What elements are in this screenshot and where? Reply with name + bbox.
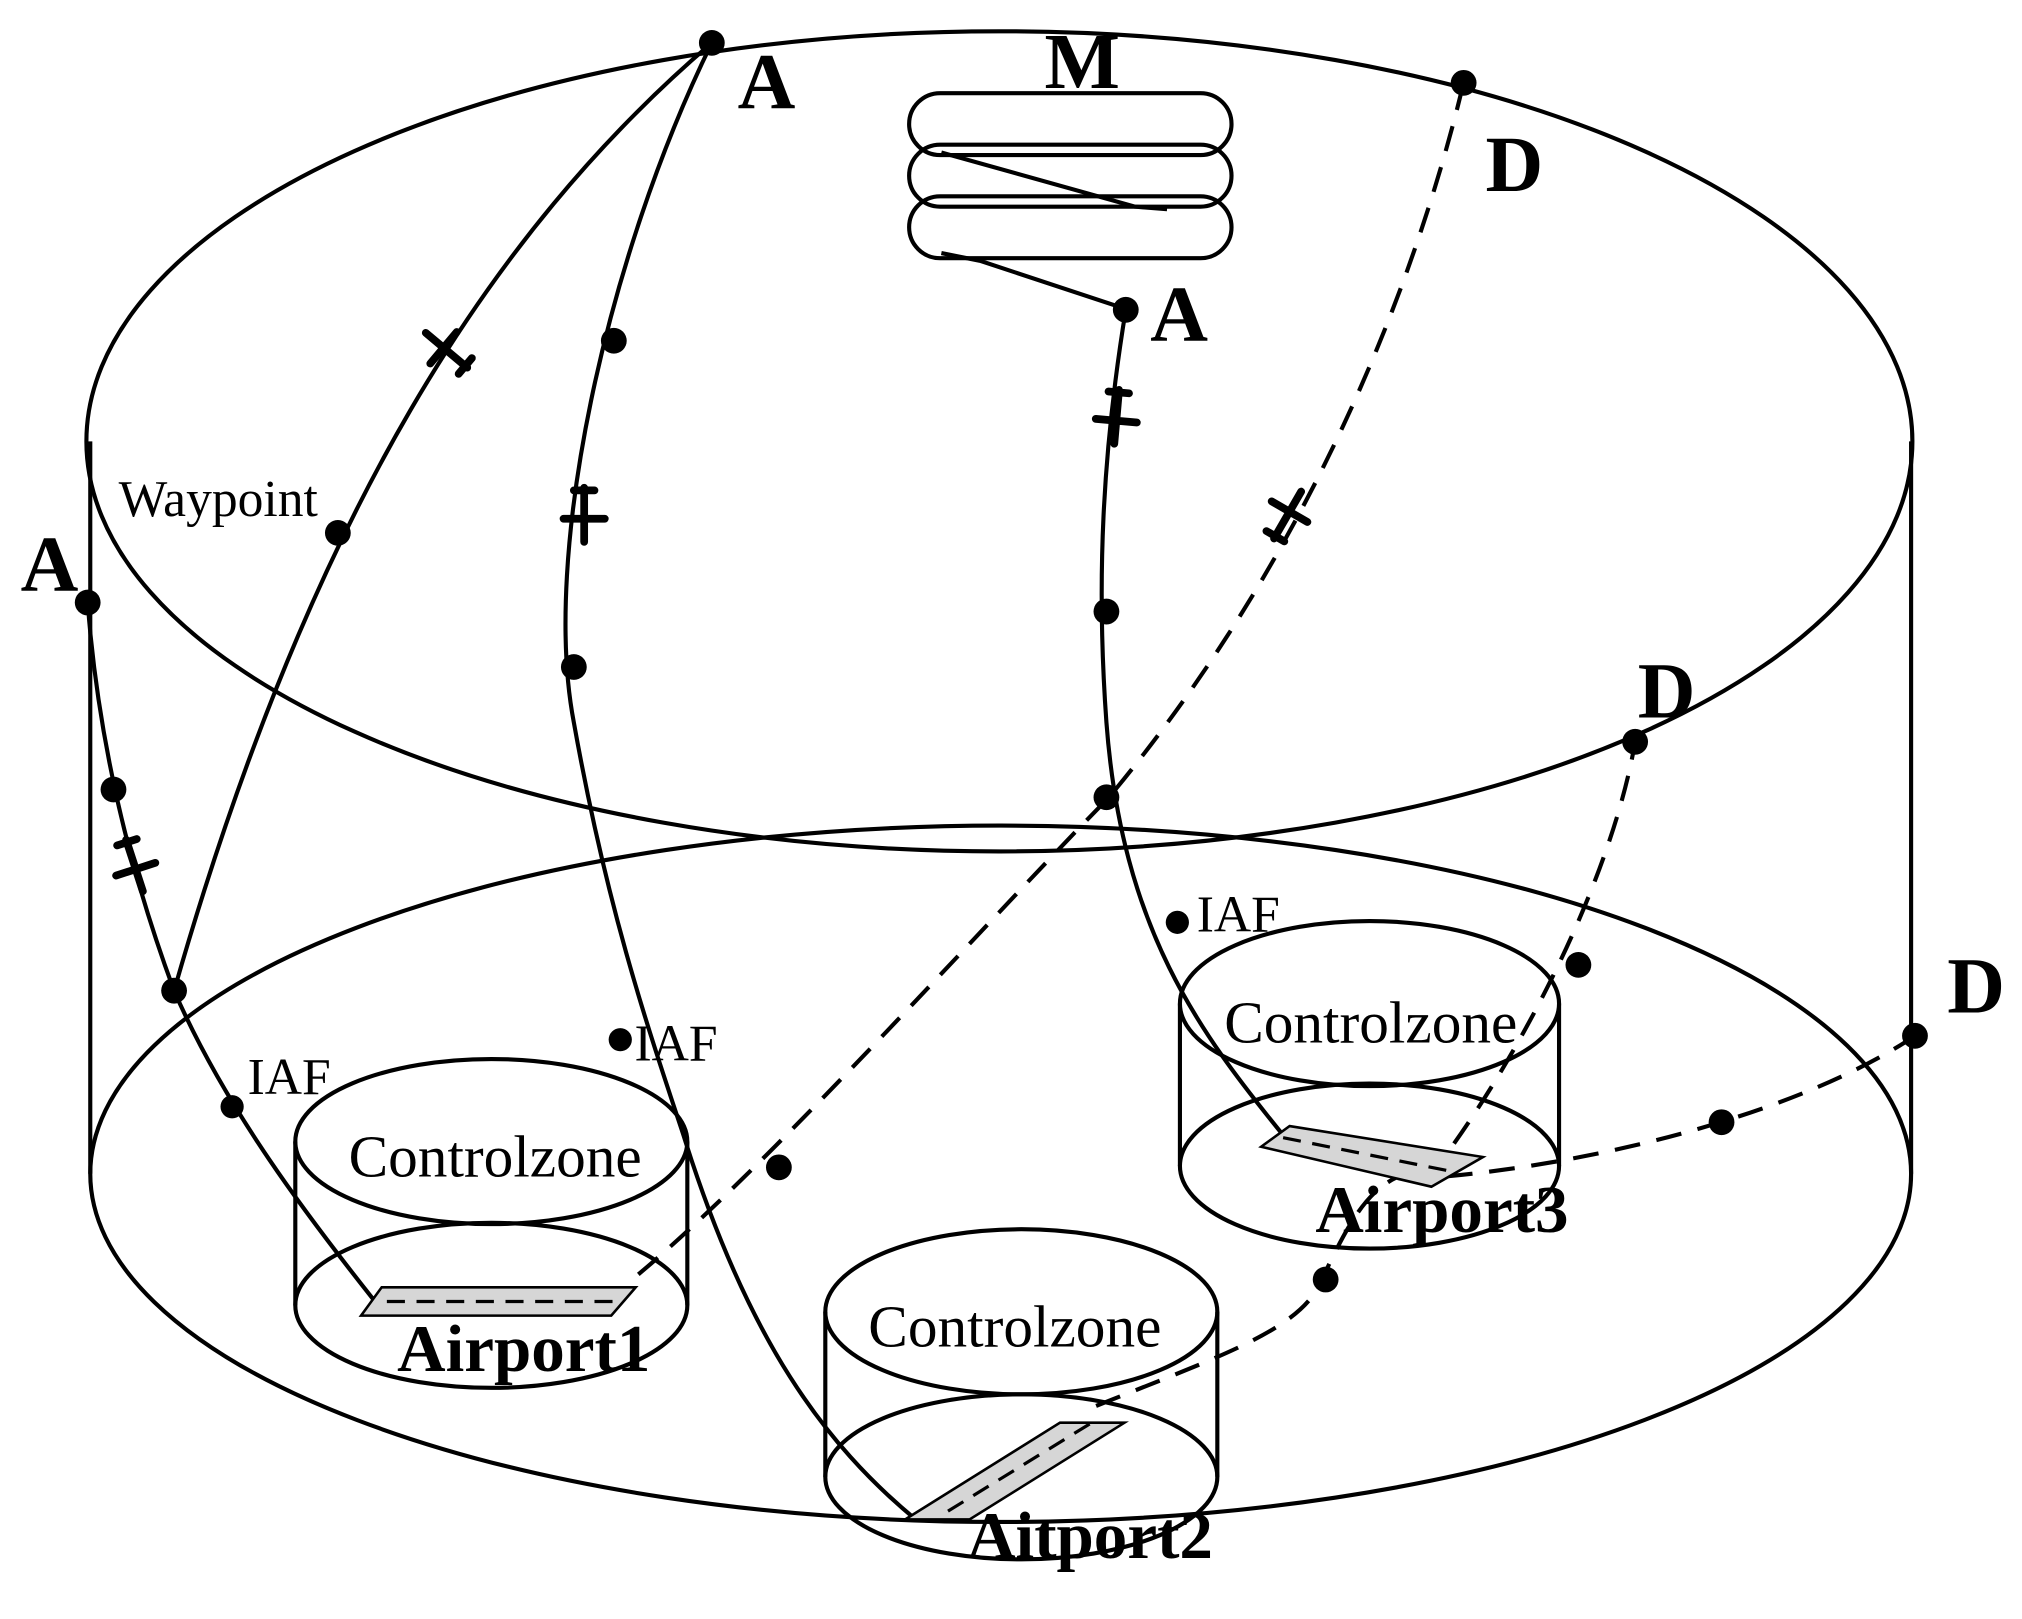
airport-label-1: Airport1: [397, 1311, 650, 1386]
departure-route-4: [1446, 1034, 1917, 1179]
airplane-icon: [1091, 385, 1141, 448]
airport-label-3: Airport3: [1315, 1172, 1568, 1247]
arrival-route-2: [172, 41, 714, 992]
arrival-route-4: [1099, 309, 1285, 1137]
waypoint-dot: [161, 977, 187, 1004]
waypoint-dot: [698, 29, 725, 56]
arrival-route-1: [85, 602, 376, 1302]
departure-route-3: [1095, 1171, 1407, 1408]
control-zone-label: Controlzone: [868, 1294, 1161, 1360]
waypoint-dot: [100, 776, 127, 803]
waypoint-dot: [1902, 1022, 1928, 1049]
iaf-label: IAF: [248, 1049, 331, 1106]
airplane-icon: [1262, 487, 1312, 546]
terminal-airspace-cylinder: [84, 29, 1915, 1525]
waypoint-dot: [324, 519, 351, 546]
arrival-label: A: [1150, 271, 1208, 359]
waypoint-dot: [1450, 69, 1477, 96]
departure-routes: [636, 82, 1917, 1408]
waypoint-dot: [1622, 728, 1649, 755]
airplane-icon: [421, 328, 476, 378]
waypoint-dot: [220, 1095, 244, 1119]
waypoint-dot: [560, 654, 587, 680]
control-zone-label: Controlzone: [1224, 989, 1517, 1055]
waypoints: [74, 29, 1928, 1293]
waypoint-dot: [765, 1154, 792, 1181]
airplane-icon: [112, 835, 160, 896]
departure-route-1: [636, 82, 1466, 1276]
control-zone-2: [823, 1227, 1220, 1562]
airport-label-2: Aitport2: [967, 1498, 1213, 1573]
holding-label: M: [1045, 18, 1120, 106]
airplane-icon: [559, 483, 609, 546]
waypoint-dot: [1093, 598, 1120, 625]
aircraft-icons: [112, 328, 1312, 896]
waypoint-dot: [1708, 1109, 1735, 1136]
arrival-label: A: [21, 521, 79, 609]
runway-2: [900, 1421, 1129, 1521]
waypoint-dot: [74, 589, 101, 616]
departure-label: D: [1947, 943, 2005, 1031]
control-zone-label: Controlzone: [349, 1123, 642, 1189]
waypoint-dot: [1565, 951, 1592, 978]
holding-pattern: [907, 91, 1234, 312]
arrival-routes: [85, 41, 1285, 1521]
waypoint-dot: [600, 327, 627, 354]
arrival-route-3: [563, 41, 917, 1521]
departure-label: D: [1486, 121, 1544, 209]
arrival-label: A: [738, 39, 796, 127]
departure-label: D: [1638, 647, 1696, 735]
waypoint-dot: [1093, 784, 1120, 811]
runway-1: [358, 1285, 639, 1317]
waypoint-dot: [1312, 1266, 1339, 1293]
waypoint-dot: [1165, 910, 1189, 934]
iaf-label: IAF: [1197, 886, 1280, 943]
waypoint-dot: [608, 1028, 632, 1052]
iaf-label: IAF: [634, 1015, 717, 1072]
waypoint-dot: [1112, 296, 1139, 323]
waypoint-label: Waypoint: [119, 471, 319, 528]
control-zone-3: [1177, 918, 1562, 1251]
labels: A A A M D D D Waypoint IAF IAF IAF Contr…: [21, 18, 2005, 1573]
control-zone-1: [293, 1056, 690, 1390]
departure-route-2: [1427, 741, 1638, 1179]
